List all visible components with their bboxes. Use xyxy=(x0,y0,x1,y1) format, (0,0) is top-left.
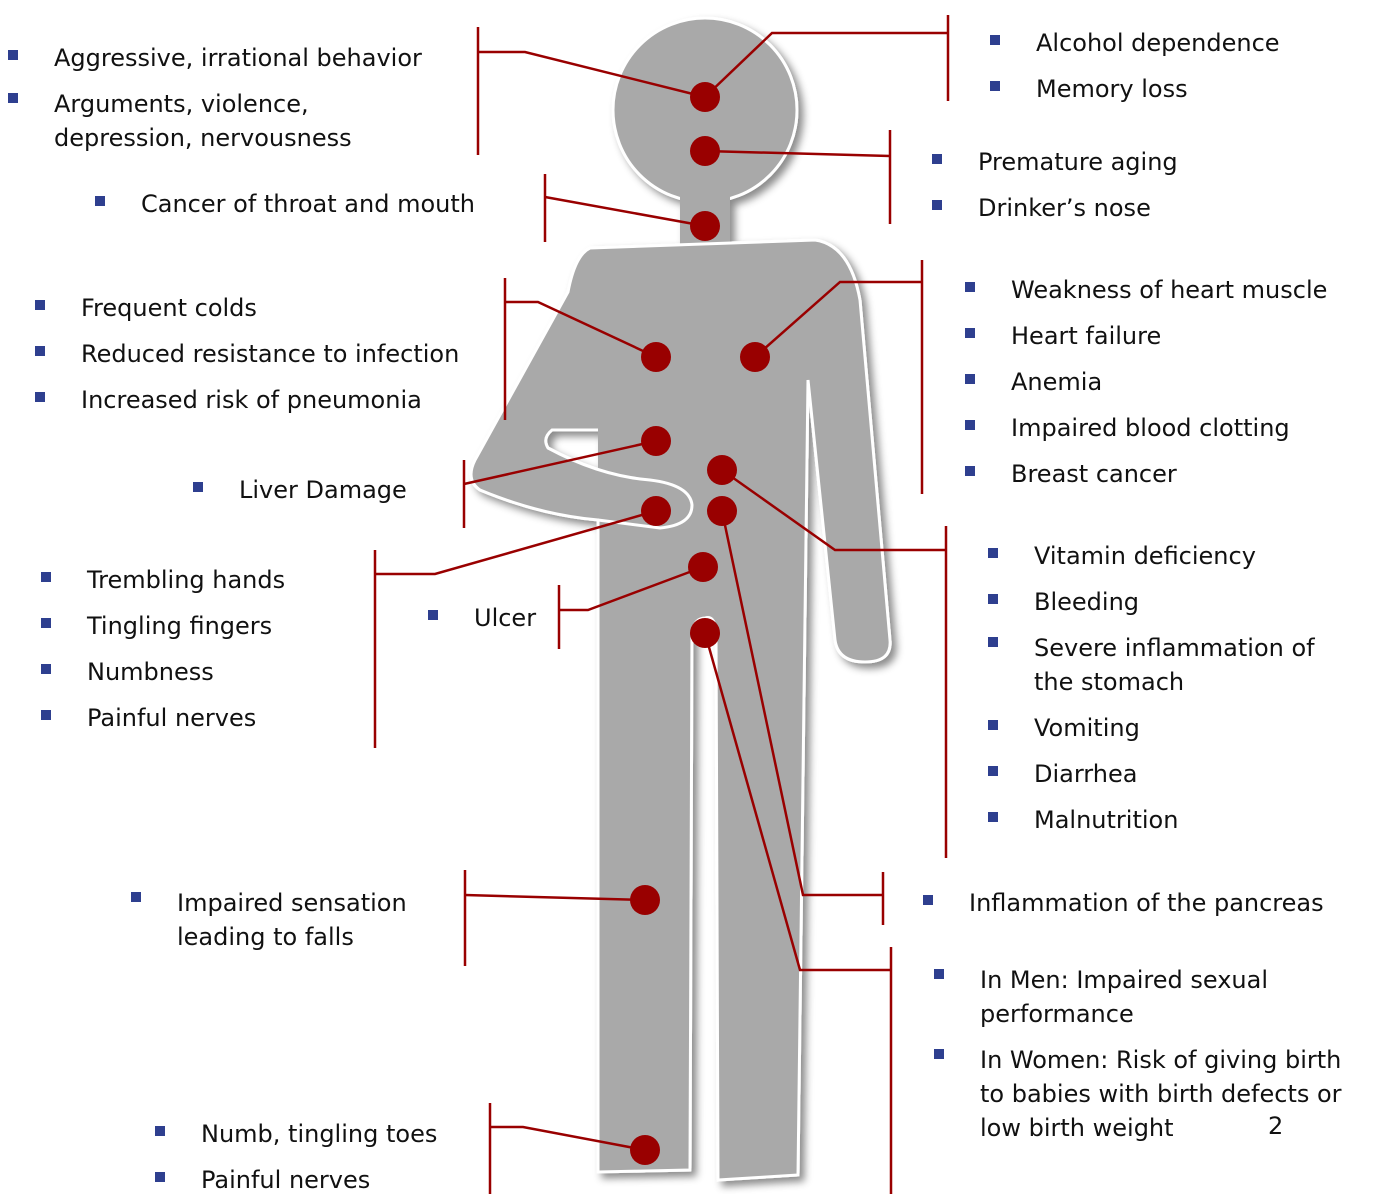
label-item: Numb, tingling toes xyxy=(155,1111,475,1157)
dot-heart xyxy=(740,342,770,372)
dot-pancreas xyxy=(707,496,737,526)
dot-liver xyxy=(641,426,671,456)
label-group-liver: Liver Damage xyxy=(193,467,433,513)
dot-ulcer xyxy=(688,552,718,582)
label-item: Trembling hands xyxy=(41,557,341,603)
label-item: Vitamin deficiency xyxy=(988,533,1348,579)
dot-stomach xyxy=(707,455,737,485)
label-item: Impaired blood clotting xyxy=(965,405,1365,451)
label-item: Aggressive, irrational behavior xyxy=(8,35,448,81)
figure-body xyxy=(471,240,890,1180)
label-item: Heart failure xyxy=(965,313,1365,359)
label-item: Painful nerves xyxy=(155,1157,475,1203)
label-item: Impaired sensation leading to falls xyxy=(131,880,417,960)
label-item: Tingling fingers xyxy=(41,603,341,649)
dot-brain xyxy=(690,82,720,112)
label-group-heart: Weakness of heart muscle Heart failure A… xyxy=(965,267,1365,497)
dot-hands xyxy=(641,496,671,526)
page-number: 2 xyxy=(1268,1112,1283,1140)
label-item: Painful nerves xyxy=(41,695,341,741)
label-group-ulcer: Ulcer xyxy=(428,595,568,641)
dot-lungs xyxy=(641,342,671,372)
label-group-legs: Impaired sensation leading to falls xyxy=(131,880,431,960)
dot-throat xyxy=(690,211,720,241)
label-group-brain: Alcohol dependence Memory loss xyxy=(990,20,1350,112)
label-group-hands: Trembling hands Tingling fingers Numbnes… xyxy=(41,557,341,741)
label-item: Malnutrition xyxy=(988,797,1348,843)
label-item: Anemia xyxy=(965,359,1365,405)
dot-feet xyxy=(630,1135,660,1165)
label-group-face: Premature aging Drinker’s nose xyxy=(932,139,1292,231)
label-item: Severe inflammation of the stomach xyxy=(988,625,1334,705)
label-group-lungs: Frequent colds Reduced resistance to inf… xyxy=(35,285,475,423)
label-item: Weakness of heart muscle xyxy=(965,267,1365,313)
label-item: Increased risk of pneumonia xyxy=(35,377,475,423)
label-item: Alcohol dependence xyxy=(990,20,1350,66)
label-item: In Women: Risk of giving birth to babies… xyxy=(934,1037,1370,1151)
label-group-sexual: In Men: Impaired sexual performance In W… xyxy=(934,957,1374,1151)
label-group-feet: Numb, tingling toes Painful nerves xyxy=(155,1111,475,1203)
dot-face xyxy=(690,136,720,166)
label-item: Frequent colds xyxy=(35,285,475,331)
label-item: Reduced resistance to infection xyxy=(35,331,475,377)
label-group-throat: Cancer of throat and mouth xyxy=(95,181,515,227)
dot-sexual xyxy=(690,618,720,648)
label-item: Diarrhea xyxy=(988,751,1348,797)
label-item: Drinker’s nose xyxy=(932,185,1292,231)
label-item: Numbness xyxy=(41,649,341,695)
label-item: Premature aging xyxy=(932,139,1292,185)
label-group-behavior: Aggressive, irrational behavior Argument… xyxy=(8,35,448,161)
label-item: Bleeding xyxy=(988,579,1348,625)
label-item: Memory loss xyxy=(990,66,1350,112)
dot-legs xyxy=(630,885,660,915)
label-group-stomach: Vitamin deficiency Bleeding Severe infla… xyxy=(988,533,1348,843)
label-item: In Men: Impaired sexual performance xyxy=(934,957,1320,1037)
label-item: Arguments, violence, depression, nervous… xyxy=(8,81,354,161)
label-item: Ulcer xyxy=(428,595,568,641)
label-group-pancreas: Inflammation of the pancreas xyxy=(923,880,1373,926)
label-item: Liver Damage xyxy=(193,467,433,513)
label-item: Breast cancer xyxy=(965,451,1365,497)
label-item: Inflammation of the pancreas xyxy=(923,880,1373,926)
label-item: Cancer of throat and mouth xyxy=(95,181,515,227)
label-item: Vomiting xyxy=(988,705,1348,751)
